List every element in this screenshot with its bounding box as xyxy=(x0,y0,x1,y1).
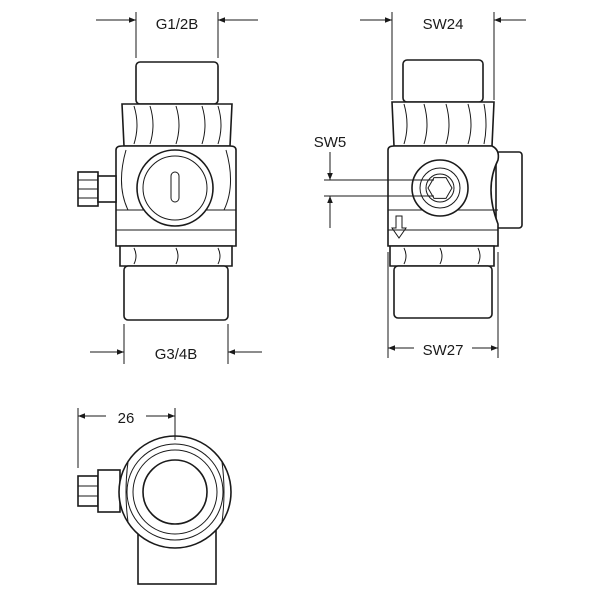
dim-plan-width: 26 xyxy=(118,410,135,427)
plan-view: 26 xyxy=(77,408,232,585)
front-cap-slot xyxy=(170,171,180,203)
plan-bore xyxy=(142,459,208,525)
front-view: G1/2B G3/4B xyxy=(77,12,262,364)
side-outlet xyxy=(495,151,523,229)
dim-front-top: G1/2B xyxy=(156,16,199,33)
plan-side-stub xyxy=(97,469,121,513)
side-bottom-thread xyxy=(393,265,493,319)
dim-side-top: SW24 xyxy=(423,16,464,33)
dim-side-socket: SW5 xyxy=(314,134,347,151)
front-bottom-thread xyxy=(123,265,229,321)
front-side-stub xyxy=(97,175,117,203)
plan-side-nut xyxy=(77,475,99,507)
front-lower-nut xyxy=(119,245,233,267)
front-cap xyxy=(136,149,214,227)
dim-front-bottom: G3/4B xyxy=(155,346,198,363)
front-top-thread xyxy=(135,61,219,105)
side-view: SW24 SW5 SW27 xyxy=(314,12,526,359)
hex-socket xyxy=(427,177,453,199)
down-arrow-icon xyxy=(391,215,407,239)
side-top-thread xyxy=(402,59,484,103)
dim-side-bottom: SW27 xyxy=(423,342,464,359)
